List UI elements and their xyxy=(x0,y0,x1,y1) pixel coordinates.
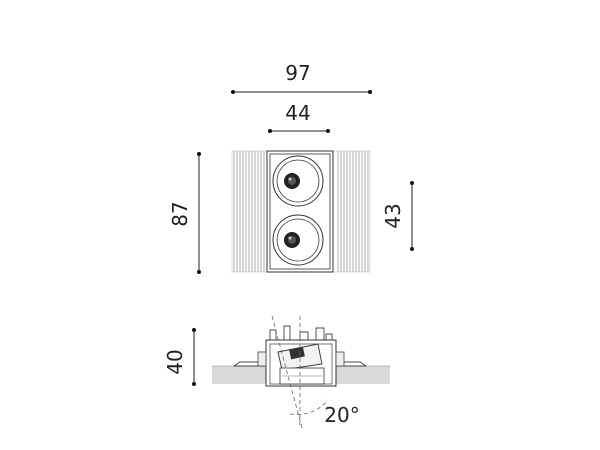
dimension-label-43: 43 xyxy=(381,203,405,228)
dimension-width-overall: 97 xyxy=(231,61,372,94)
left-heat-sink-fins xyxy=(233,151,265,272)
fixture-housing-section xyxy=(257,325,345,387)
tilt-angle-label: 20° xyxy=(324,403,359,427)
dimension-label-44: 44 xyxy=(285,101,310,125)
tilt-indicator: 20° xyxy=(271,315,360,429)
dimension-label-97: 97 xyxy=(285,61,310,85)
dimension-height-side: 40 xyxy=(163,328,196,386)
dimension-height-overall: 87 xyxy=(168,152,201,274)
side-view: 40 xyxy=(163,315,390,429)
right-heat-sink-fins xyxy=(337,151,369,272)
dimension-height-module: 43 xyxy=(381,181,414,251)
ceiling-section xyxy=(212,365,390,384)
top-view: 97 44 87 43 xyxy=(168,61,414,274)
dimension-label-87: 87 xyxy=(168,201,192,226)
dimension-width-inner: 44 xyxy=(268,101,330,133)
lamp-module-top xyxy=(272,155,324,207)
trim-inner-frame xyxy=(269,153,331,270)
dimension-label-40: 40 xyxy=(163,349,187,374)
lamp-module-bottom xyxy=(272,214,324,266)
